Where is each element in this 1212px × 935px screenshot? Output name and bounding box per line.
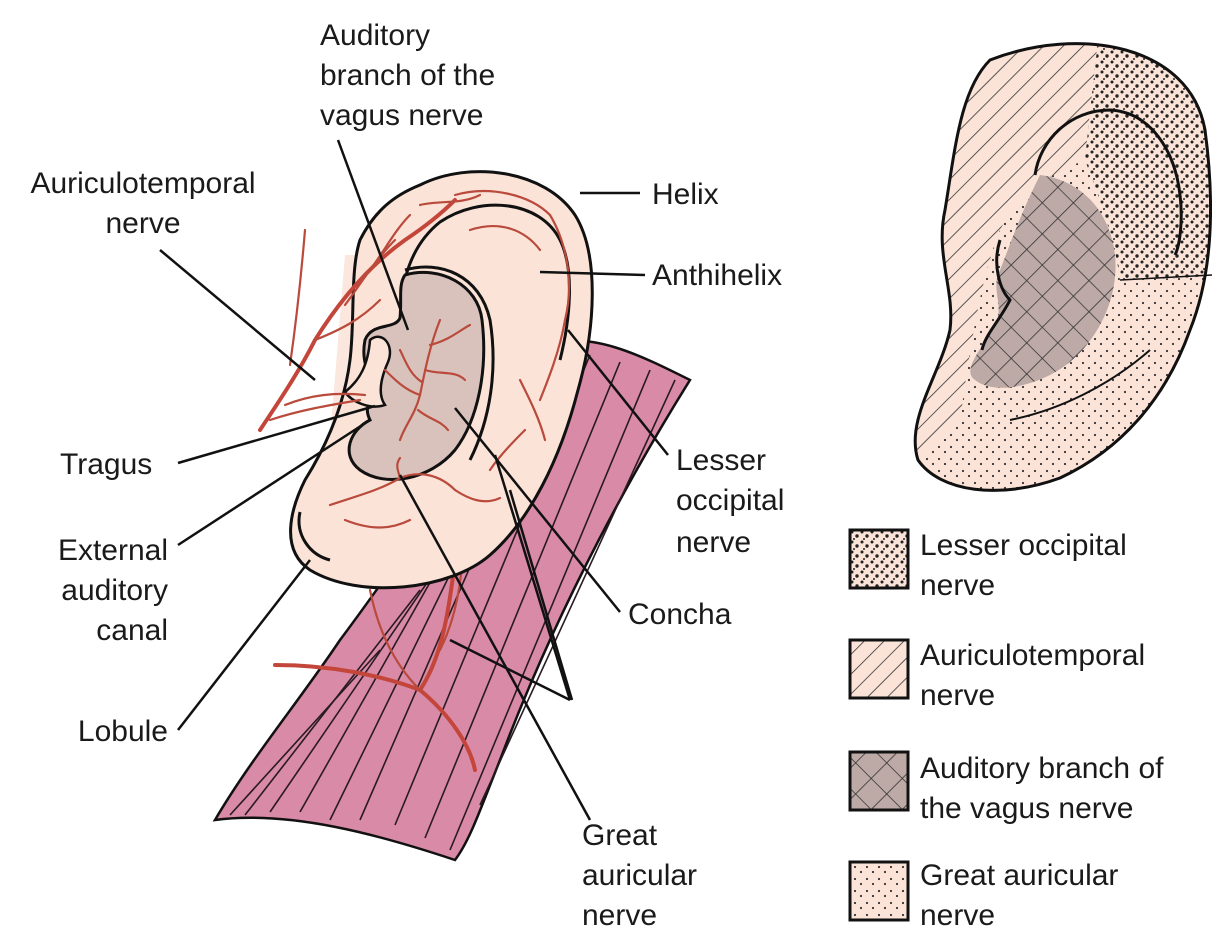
legend-label: Auriculotemporal: [920, 639, 1145, 672]
label-external-canal: External auditory canal: [58, 534, 168, 647]
legend-label: Great auricular: [920, 859, 1118, 892]
label-lesser-occipital: Lesser occipital nerve: [676, 444, 784, 559]
label-line: canal: [96, 614, 168, 647]
label-helix: Helix: [652, 178, 719, 211]
legend-swatch-coarse-dots: [850, 530, 908, 588]
label-concha: Concha: [628, 598, 732, 631]
legend-swatch-fine-dots: [850, 862, 908, 920]
left-ear-illustration: Auditory branch of the vagus nerve Auric…: [30, 19, 784, 932]
label-line: branch of the: [320, 59, 495, 92]
label-line: Great: [582, 819, 658, 852]
right-ear-zone-map: [900, 20, 1212, 520]
label-lobule: Lobule: [78, 715, 168, 748]
label-line: nerve: [105, 207, 180, 240]
label-line: Auditory: [320, 19, 430, 52]
legend: Lesser occipital nerve Auriculotemporal …: [850, 529, 1164, 932]
label-line: vagus nerve: [320, 99, 483, 132]
legend-label: nerve: [920, 899, 995, 932]
legend-label: nerve: [920, 569, 995, 602]
label-line: occipital: [676, 484, 784, 517]
legend-item-auditory-vagus: Auditory branch of the vagus nerve: [850, 752, 1164, 825]
label-line: nerve: [676, 526, 751, 559]
legend-label: Lesser occipital: [920, 529, 1127, 562]
legend-item-lesser-occipital: Lesser occipital nerve: [850, 529, 1127, 602]
legend-swatch-crosshatch: [850, 752, 908, 810]
label-auditory-branch: Auditory branch of the vagus nerve: [320, 19, 495, 132]
legend-item-auriculotemporal: Auriculotemporal nerve: [850, 639, 1145, 712]
legend-swatch-hatch: [850, 640, 908, 698]
label-line: auditory: [61, 574, 168, 607]
label-tragus: Tragus: [60, 448, 152, 481]
label-line: External: [58, 534, 168, 567]
label-line: Auriculotemporal: [30, 167, 255, 200]
legend-label: nerve: [920, 679, 995, 712]
label-auriculotemporal: Auriculotemporal nerve: [30, 167, 255, 240]
label-line: auricular: [582, 859, 697, 892]
label-line: nerve: [582, 899, 657, 932]
label-anthihelix: Anthihelix: [652, 259, 782, 292]
label-great-auricular: Great auricular nerve: [582, 819, 697, 932]
legend-item-great-auricular: Great auricular nerve: [850, 859, 1118, 932]
legend-label: the vagus nerve: [920, 792, 1133, 825]
label-line: Lesser: [676, 444, 766, 477]
legend-label: Auditory branch of: [920, 752, 1164, 785]
